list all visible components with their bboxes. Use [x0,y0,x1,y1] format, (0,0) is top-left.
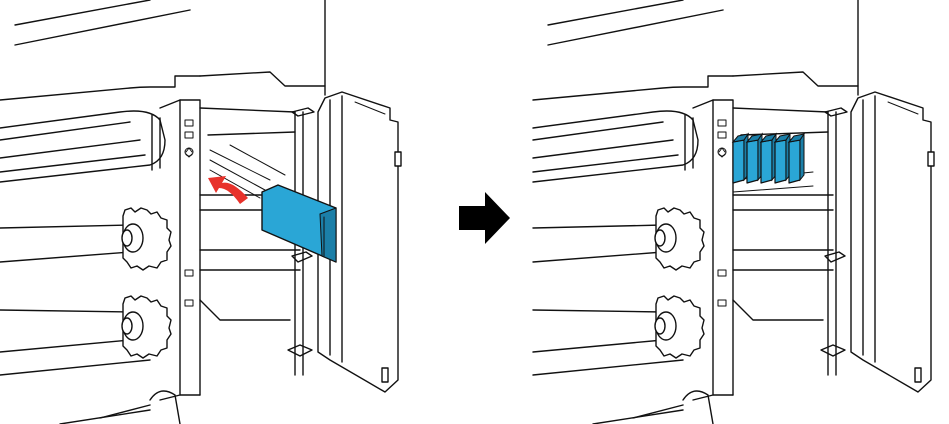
panel-before [0,0,402,424]
curved-red-arrow-icon [208,176,248,204]
installed-cartridge [745,132,764,184]
black-right-arrow-icon [459,192,510,244]
cartridge-bay-rail [732,185,814,193]
printer-body-right [532,0,935,424]
installed-cartridge [773,132,792,184]
empty-slot-line [229,144,286,176]
empty-slot-line [209,149,271,181]
panel-after [532,0,935,424]
installed-cartridge [759,132,778,184]
installed-cartridges [731,132,806,184]
ink-cartridge [261,184,337,263]
printer-body-left [0,0,402,424]
empty-slot-line [209,159,266,191]
empty-slot-line [209,169,261,199]
installed-cartridge [787,132,806,184]
installed-cartridge [731,132,750,184]
